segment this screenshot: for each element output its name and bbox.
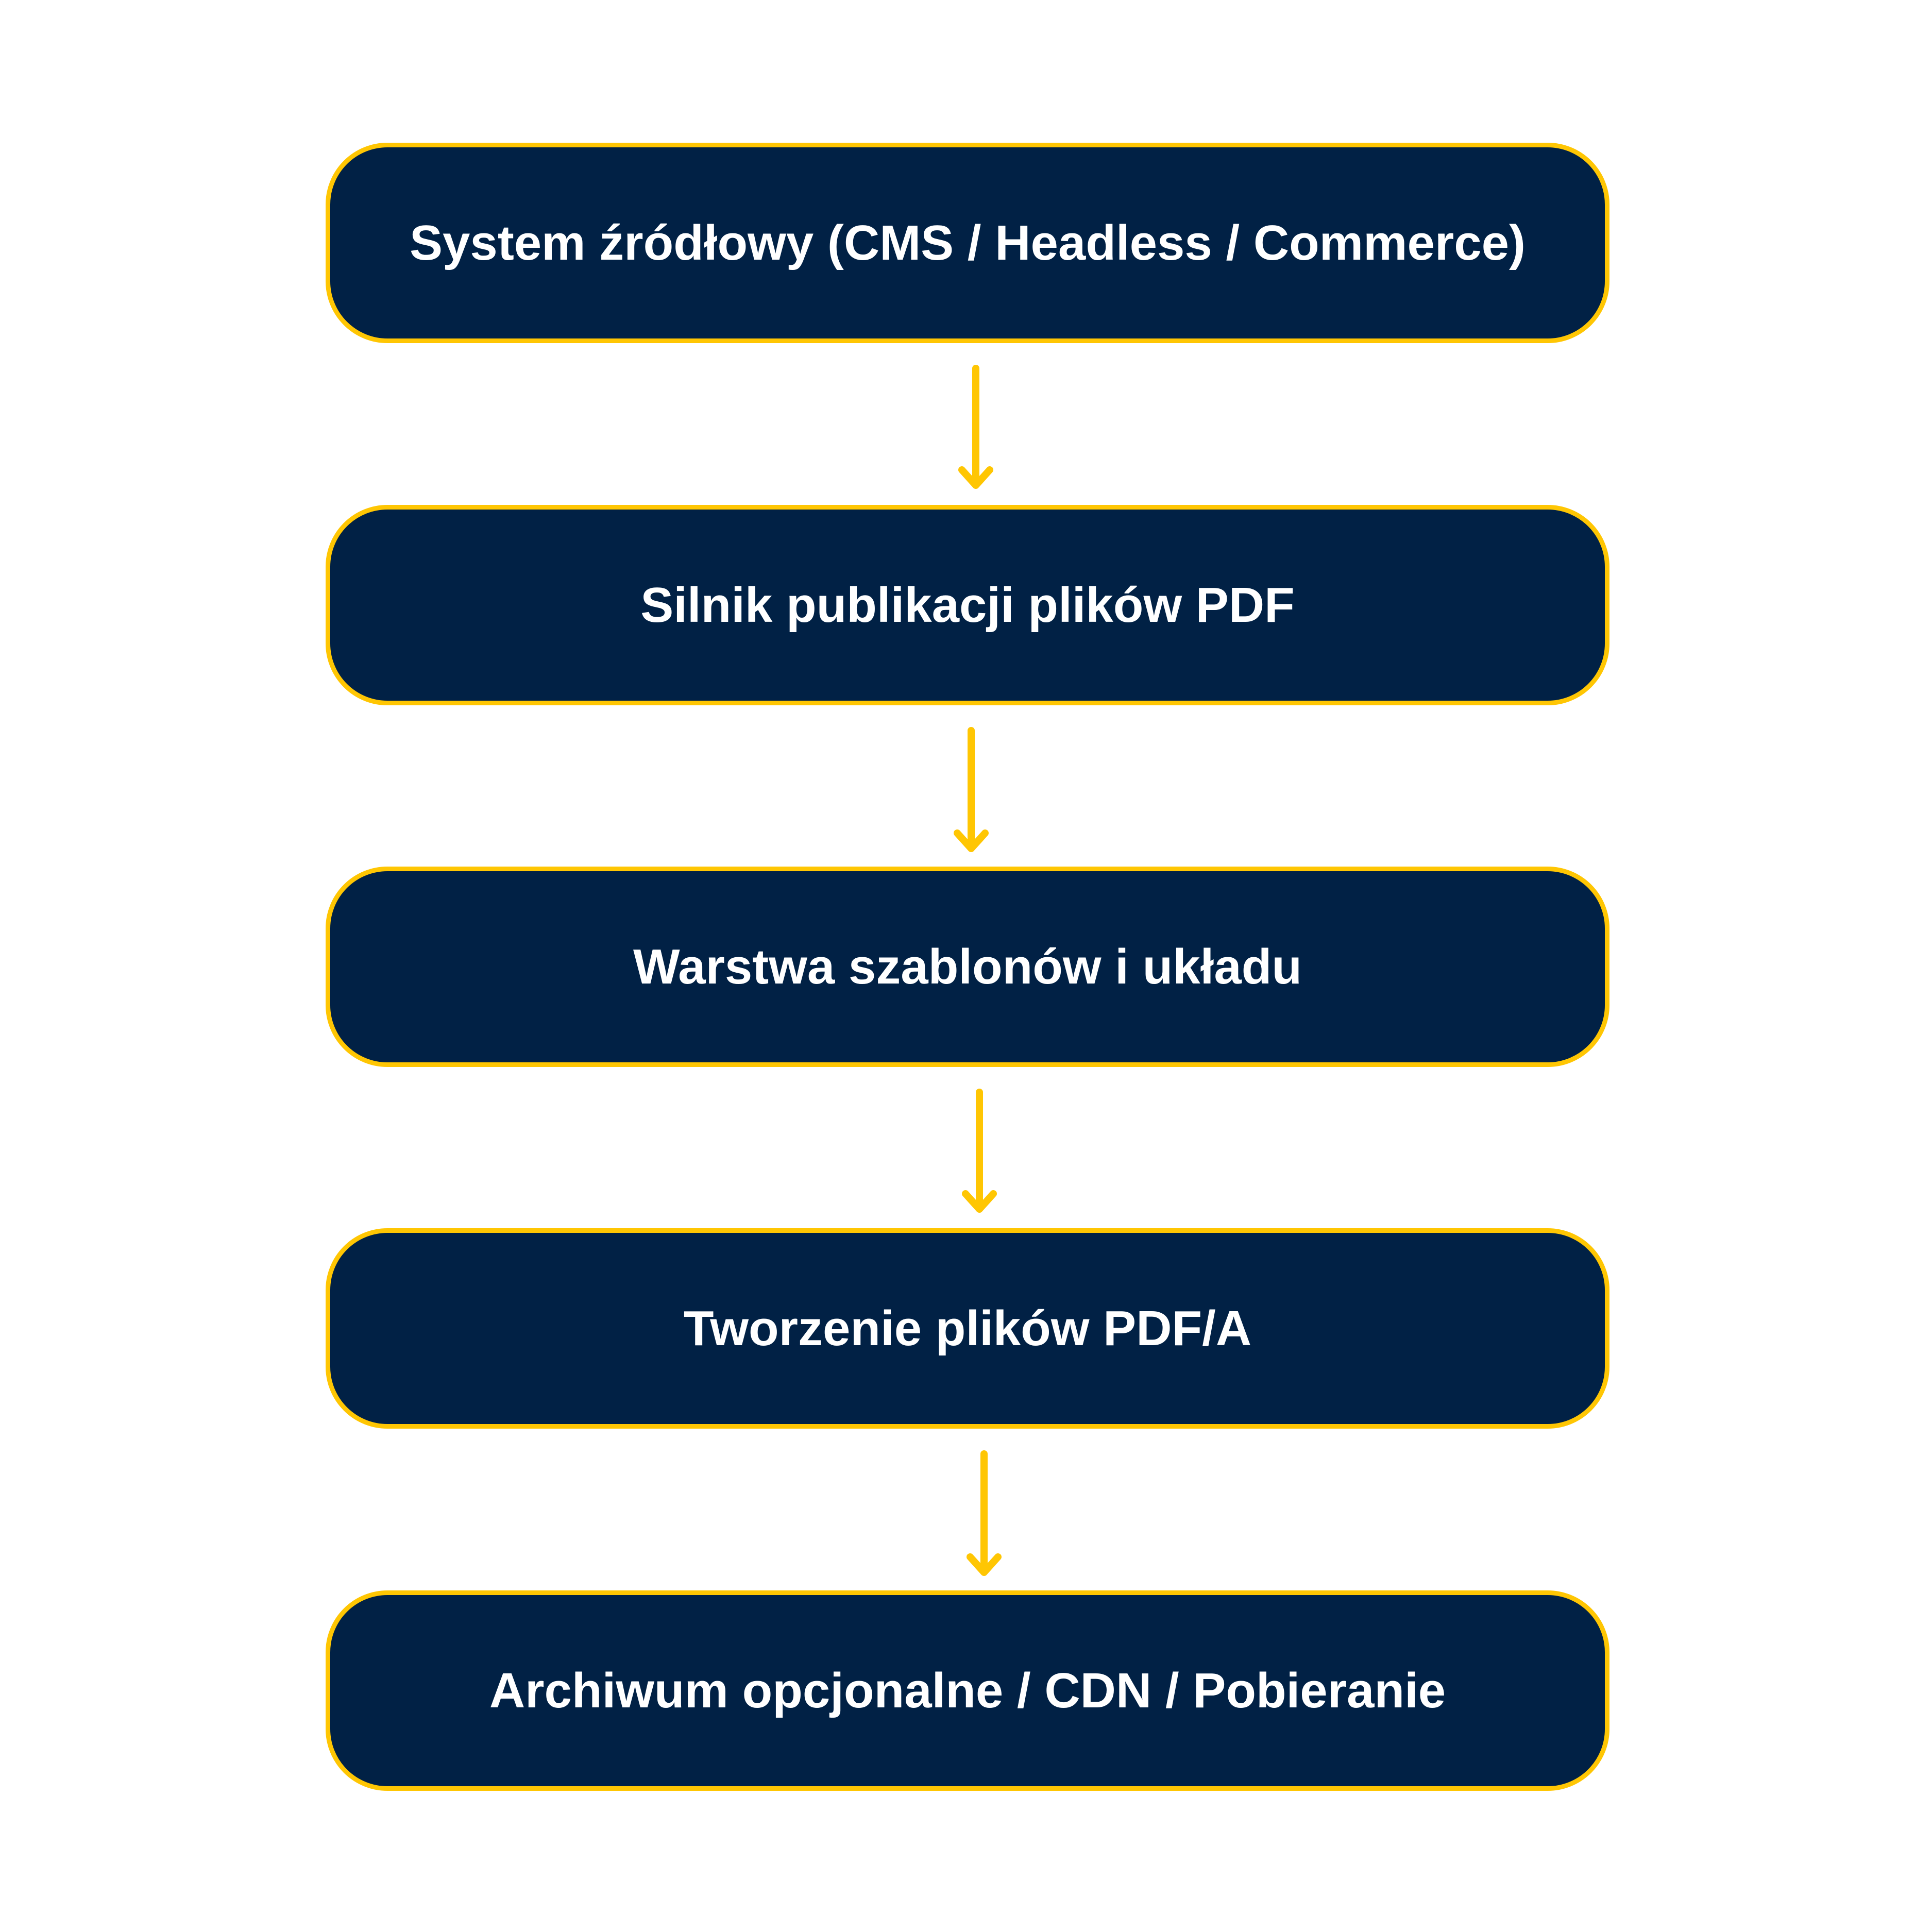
arrow-pdfa-to-delivery (967, 1450, 1002, 1576)
node-pdf-engine: Silnik publikacji plików PDF (326, 505, 1609, 705)
node-pdfa-creation: Tworzenie plików PDF/A (326, 1228, 1609, 1429)
arrow-engine-to-templates (954, 727, 989, 852)
node-label: Archiwum opcjonalne / CDN / Pobieranie (489, 1663, 1446, 1718)
node-label: Silnik publikacji plików PDF (640, 577, 1295, 633)
node-label: Tworzenie plików PDF/A (683, 1300, 1252, 1356)
arrow-templates-to-pdfa (962, 1089, 997, 1213)
node-label: Warstwa szablonów i układu (633, 939, 1302, 994)
node-label: System źródłowy (CMS / Headless / Commer… (410, 215, 1526, 270)
arrow-source-to-engine (958, 365, 993, 489)
node-template-layer: Warstwa szablonów i układu (326, 867, 1609, 1067)
node-delivery: Archiwum opcjonalne / CDN / Pobieranie (326, 1590, 1609, 1791)
node-source-system: System źródłowy (CMS / Headless / Commer… (326, 143, 1609, 343)
